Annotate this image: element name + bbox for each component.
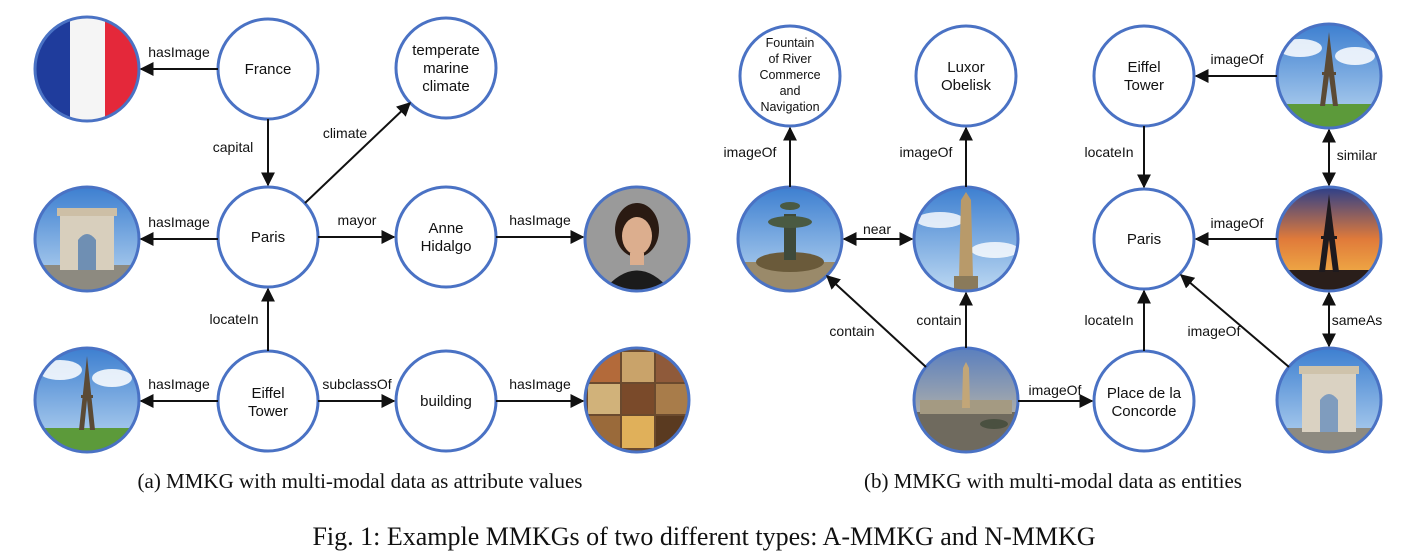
node-fountain-label-4: and [780,84,801,98]
france-flag-image [33,15,141,123]
eiffel-sunset-image [1275,185,1383,293]
node-paris-a-label: Paris [251,229,285,246]
node-building-label: building [420,393,472,410]
edge-label-similar: similar [1337,147,1378,163]
edge-label-contain-mid: contain [916,312,961,328]
arc-de-triomphe-image [33,185,141,293]
node-anne-label-1: Anne [428,220,463,237]
edge-label-building-hasimage: hasImage [509,376,571,392]
node-fountain-label-2: of River [768,52,811,66]
edge-label-fountain-imageof: imageOf [724,144,777,160]
edge-label-sameas: sameAs [1332,312,1383,328]
node-temperate-marine-climate: temperate marine climate [394,16,498,120]
edge-label-paris-imageof: imageOf [1211,215,1264,231]
edge-label-concorde-imageof: imageOf [1029,382,1082,398]
concorde-image [912,346,1020,454]
building-collage-image [583,346,691,454]
node-temperate-label-1: temperate [412,42,480,59]
node-luxor-label-2: Obelisk [941,77,992,94]
node-paris-b-label: Paris [1127,231,1161,248]
caption-a: (a) MMKG with multi-modal data as attrib… [138,469,583,493]
caption-b: (b) MMKG with multi-modal data as entiti… [864,469,1242,493]
edge-label-contain-left: contain [829,323,874,339]
panel-a-attribute-mmkg: France temperate marine climate Paris An… [33,15,691,493]
node-eiffel-b-label-2: Tower [1124,77,1164,94]
edge-climate [304,102,412,204]
node-temperate-label-3: climate [422,78,470,95]
edge-label-mayor: mayor [338,212,377,228]
node-eiffel-a-label-2: Tower [248,403,288,420]
edge-label-eiffel-imageof: imageOf [1211,51,1264,67]
node-eiffel-b-label-1: Eiffel [1127,59,1160,76]
node-anne-label-2: Hidalgo [421,238,472,255]
edge-label-locatein-top: locateIn [1084,144,1133,160]
edge-label-france-hasimage: hasImage [148,44,210,60]
node-fountain-label-5: Navigation [760,100,819,114]
edge-label-anne-hasimage: hasImage [509,212,571,228]
panel-b-entity-mmkg: Fountain of River Commerce and Navigatio… [724,22,1383,493]
node-concorde-label-1: Place de la [1107,385,1182,402]
node-eiffel-tower-b: Eiffel Tower [1092,24,1196,128]
node-france: France [216,17,320,121]
edge-arc-imageof [1179,274,1290,368]
node-luxor-label-1: Luxor [947,59,985,76]
eiffel-tower-image [33,346,141,454]
node-eiffel-a-label-1: Eiffel [251,385,284,402]
edge-label-paris-hasimage: hasImage [148,214,210,230]
arc-de-triomphe-image-b [1275,346,1383,454]
edge-label-near: near [863,221,891,237]
eiffel-day-image [1275,22,1383,130]
edge-label-capital: capital [213,139,253,155]
edge-label-eiffel-hasimage: hasImage [148,376,210,392]
node-place-de-la-concorde: Place de la Concorde [1092,349,1196,453]
fountain-image [736,185,844,293]
node-fountain-label-1: Fountain [766,36,815,50]
node-paris-b: Paris [1092,187,1196,291]
node-eiffel-tower-a: Eiffel Tower [216,349,320,453]
node-fountain-label-3: Commerce [759,68,820,82]
figure-caption: Fig. 1: Example MMKGs of two different t… [312,522,1095,551]
node-anne-hidalgo: Anne Hidalgo [394,185,498,289]
edge-label-arc-imageof: imageOf [1188,323,1241,339]
edge-label-obelisk-imageof: imageOf [900,144,953,160]
node-france-label: France [245,61,292,78]
obelisk-image [912,185,1020,293]
node-luxor-obelisk: Luxor Obelisk [914,24,1018,128]
edge-contain-left [825,275,927,368]
edge-label-climate: climate [323,125,368,141]
node-building: building [394,349,498,453]
node-fountain: Fountain of River Commerce and Navigatio… [738,24,842,128]
node-paris-a: Paris [216,185,320,289]
edge-label-subclassof: subclassOf [322,376,391,392]
portrait-image [583,185,691,293]
edge-label-locatein-a: locateIn [209,311,258,327]
node-temperate-label-2: marine [423,60,469,77]
node-concorde-label-2: Concorde [1111,403,1176,420]
edge-label-locatein-bottom: locateIn [1084,312,1133,328]
